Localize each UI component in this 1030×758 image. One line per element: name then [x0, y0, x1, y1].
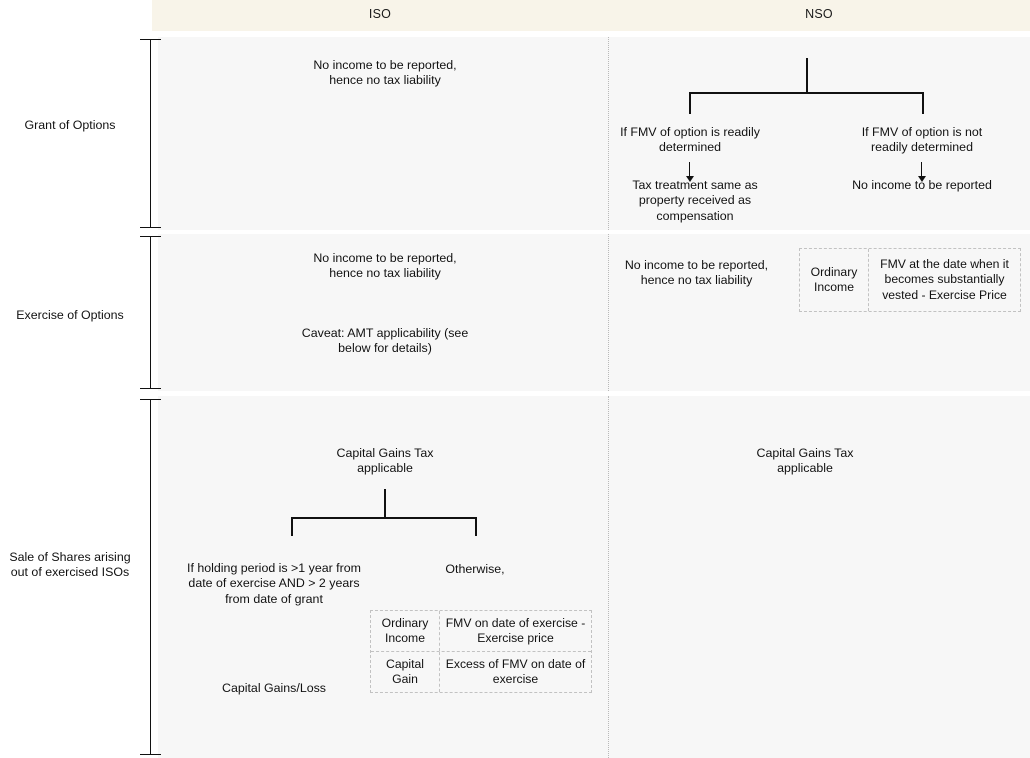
sale-iso-bracket-crossbar [291, 517, 477, 519]
table-cell-value: FMV on date of exercise - Exercise price [445, 615, 586, 645]
grant-nso-bracket-stem [806, 58, 808, 92]
row-bracket-exercise [140, 236, 161, 389]
row-label-exercise-of-options: Exercise of Options [16, 308, 124, 322]
sale-nso-heading: Capital Gains Tax applicable [756, 446, 854, 476]
row-band-sale [158, 396, 1030, 758]
grant-nso-bracket-drop-left [689, 92, 691, 114]
table-row: Ordinary Income FMV at the date when it … [800, 249, 1020, 311]
grant-nso-right-condition: If FMV of option is not readily determin… [861, 125, 983, 155]
exercise-iso-caveat: Caveat: AMT applicability (see below for… [301, 326, 469, 356]
row-label-grant-of-options: Grant of Options [24, 118, 116, 132]
grant-nso-left-condition: If FMV of option is readily determined [620, 125, 760, 155]
exercise-nso-table: Ordinary Income FMV at the date when it … [799, 248, 1021, 312]
column-header-band [152, 0, 1030, 31]
grant-nso-right-arrow-icon [916, 162, 928, 182]
column-header-nso: NSO [805, 7, 833, 21]
bracket-stem [150, 399, 151, 755]
row-bracket-grant [140, 39, 161, 228]
bracket-cap-bottom [140, 227, 161, 228]
sale-iso-right-condition: Otherwise, [445, 562, 505, 576]
table-cell-value: Excess of FMV on date of exercise [445, 656, 586, 686]
grant-nso-bracket-drop-right [922, 92, 924, 114]
bracket-cap-bottom [140, 754, 161, 755]
sale-iso-left-result: Capital Gains/Loss [222, 681, 326, 695]
row-band-exercise [158, 234, 1030, 391]
bracket-stem [150, 236, 151, 389]
sale-iso-table: Ordinary Income FMV on date of exercise … [370, 610, 592, 693]
bracket-stem [150, 39, 151, 228]
row-bracket-sale [140, 399, 161, 755]
bracket-cap-bottom [140, 388, 161, 389]
grant-nso-left-arrow-icon [684, 162, 696, 182]
table-row: Ordinary Income FMV on date of exercise … [371, 611, 591, 652]
sale-iso-bracket-drop-left [291, 517, 293, 536]
table-cell-key: Capital Gain [371, 652, 440, 692]
grant-iso-statement: No income to be reported, hence no tax l… [313, 58, 457, 88]
column-divider-grant [608, 37, 609, 230]
table-cell-key: Ordinary Income [800, 249, 869, 311]
column-divider-sale [608, 396, 609, 758]
sale-iso-left-condition: If holding period is >1 year from date o… [187, 561, 361, 606]
grant-nso-bracket-crossbar [689, 92, 923, 94]
table-cell-value: FMV at the date when it becomes substant… [880, 257, 1009, 302]
sale-iso-bracket-stem [384, 489, 386, 518]
sale-iso-bracket-drop-right [475, 517, 477, 536]
grant-nso-right-result: No income to be reported [852, 178, 992, 192]
table-cell-key: Ordinary Income [371, 611, 440, 651]
sale-iso-heading: Capital Gains Tax applicable [336, 446, 434, 476]
grant-nso-left-result: Tax treatment same as property received … [632, 178, 758, 223]
exercise-nso-statement: No income to be reported, hence no tax l… [624, 258, 769, 288]
row-band-grant [158, 37, 1030, 230]
table-row: Capital Gain Excess of FMV on date of ex… [371, 652, 591, 692]
row-label-sale-of-shares: Sale of Shares arising out of exercised … [9, 550, 131, 579]
column-divider-exercise [608, 234, 609, 391]
exercise-iso-statement: No income to be reported, hence no tax l… [313, 251, 457, 281]
column-header-iso: ISO [368, 7, 392, 21]
